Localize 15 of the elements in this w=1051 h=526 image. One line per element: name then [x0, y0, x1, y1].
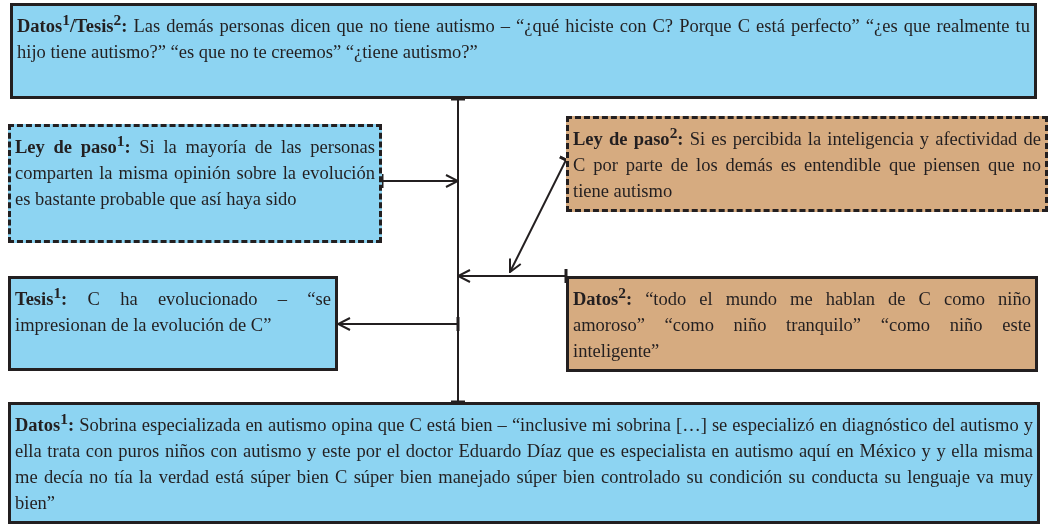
- argument-text: Tesis$^{1}$: C ha evolucionado – “se impresionan de la evolución de C”: [15, 283, 331, 338]
- connector-line: [449, 97, 467, 404]
- argument-text: Ley de paso$^{2}$: Si es percibida la inteligencia y afectividad de C por parte de los demás es entendible que piensen que no tiene autismo: [573, 123, 1041, 204]
- argument-text: Datos$^{2}$: “todo el mundo me hablan de C como niño amoroso” “como niño tranquilo” “como niño este inteligente”: [573, 283, 1031, 364]
- argument-box: [566, 116, 1048, 212]
- argument-text: Datos$^{1}$/Tesis$^{2}$: Las demás personas dicen que no tiene autismo – “¿qué hiciste con C? Porque C está perfecto” “¿es que realmente tu hijo tiene autismo?” “es que no te creemos” “¿tiene autismo?”: [17, 10, 1030, 65]
- argument-box: [8, 276, 338, 371]
- argument-box: [566, 276, 1038, 372]
- arrow: [337, 315, 460, 333]
- argument-box: [10, 3, 1037, 99]
- argument-text: Datos$^{1}$: Sobrina especializada en autismo opina que C está bien – “inclusive mi sobrina […] se especializó en diagnóstico del autismo y ella trata con puros niños con autismo y este por el doctor Eduardo Díaz que es especialista en autismo aquí en México y y ella misma me decía no tía la verdad está súper bien C súper bien manejado súper bien controlado su condición su conducta su lenguaje va muy bien”: [15, 409, 1033, 516]
- argument-box: [8, 124, 382, 243]
- arrow: [457, 267, 568, 285]
- argument-text: Ley de paso$^{1}$: Si la mayoría de las personas comparten la misma opinión sobre la evolución es bastante probable que así haya sido: [15, 131, 375, 212]
- arrow: [380, 172, 459, 190]
